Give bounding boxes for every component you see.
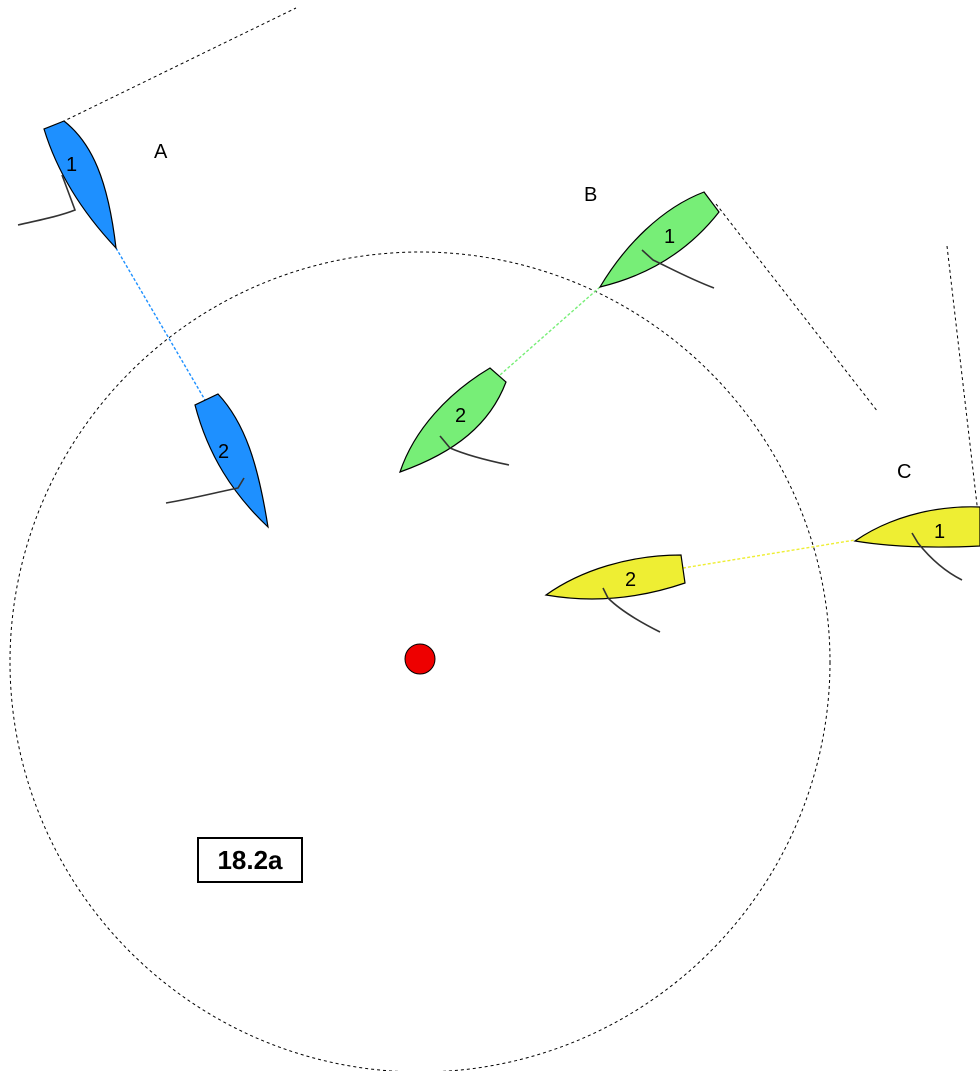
boat-a2-number: 2: [218, 441, 229, 463]
boat-b2-hull: [399, 367, 507, 473]
figure-label: 18.2a: [197, 837, 303, 883]
boat-c1-boom: [911, 532, 963, 581]
course-line-a: [61, 7, 297, 123]
boat-c2-number: 2: [625, 569, 636, 591]
boat-c2-boom: [602, 587, 661, 633]
boat-c1-hull: [853, 506, 980, 548]
boat-c2-hull: [544, 554, 686, 600]
group-b-label: B: [584, 184, 597, 206]
course-line-b: [715, 203, 879, 413]
boat-a1-number: 1: [66, 154, 77, 176]
boat-b1-boom: [641, 249, 715, 289]
group-a-label: A: [154, 141, 168, 163]
group-c-label: C: [897, 461, 911, 483]
boat-b2-number: 2: [455, 405, 466, 427]
boat-a1-hull: [43, 120, 117, 250]
course-line-c: [946, 245, 980, 523]
zone-circle: [9, 251, 831, 1071]
mark: [404, 643, 436, 675]
boat-a1-boom: [17, 174, 77, 226]
boat-b1-hull: [598, 191, 720, 288]
boat-a2-boom: [165, 477, 245, 504]
overlap-line-b: [499, 286, 601, 376]
boat-b2-boom: [439, 435, 510, 466]
group-a: 1 2 A: [17, 120, 269, 529]
boat-b1-number: 1: [664, 226, 675, 248]
overlap-line-c: [682, 539, 856, 569]
boat-c1-number: 1: [934, 521, 945, 543]
overlap-line-a: [115, 247, 206, 401]
boat-a2-hull: [194, 393, 269, 529]
group-b: 1 2 B: [399, 184, 720, 473]
group-c: 1 2 C: [544, 461, 980, 633]
